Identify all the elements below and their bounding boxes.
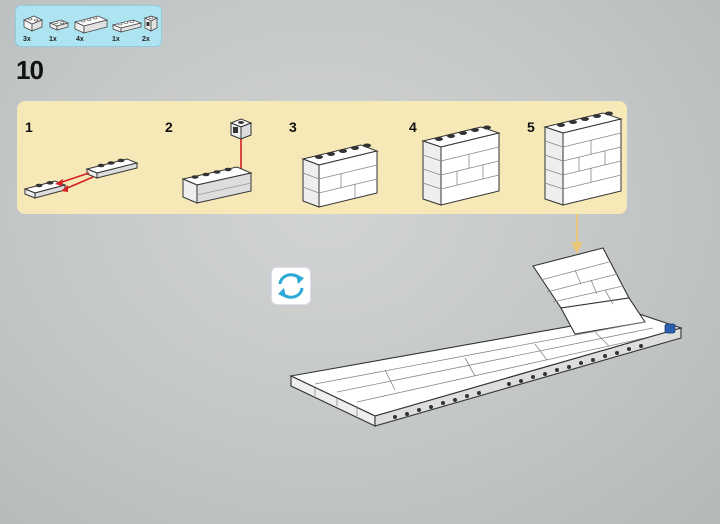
- lego-brick-2x2-icon: [22, 11, 44, 33]
- part-count: 2x: [142, 36, 150, 43]
- placement-arrow: [570, 214, 584, 261]
- step-number: 10: [16, 55, 44, 85]
- substep-label: 1: [25, 119, 33, 135]
- lego-plate-1x4-icon: [112, 18, 142, 33]
- substep-5-figure: [543, 103, 625, 214]
- substep-3-figure: [301, 129, 381, 216]
- parts-list: 3x 1x 4x 1x: [15, 5, 162, 47]
- part-count: 4x: [76, 36, 84, 43]
- substep-2-figure: [181, 115, 257, 214]
- part-count: 1x: [112, 36, 120, 43]
- substep-label: 3: [289, 119, 297, 135]
- part-count: 3x: [23, 36, 31, 43]
- substep-label: 4: [409, 119, 417, 135]
- substep-label: 5: [527, 119, 535, 135]
- lego-brick-1x1-headlight-icon: [144, 13, 158, 33]
- substep-4-figure: [421, 115, 503, 216]
- lego-plate-1x2-icon: [49, 18, 69, 32]
- substep-label: 2: [165, 119, 173, 135]
- main-model-assembly: [285, 240, 705, 435]
- substeps-panel: 1 2 3 4 5: [17, 101, 627, 214]
- part-count: 1x: [49, 36, 57, 43]
- rotate-model-icon: [271, 267, 311, 305]
- lego-brick-1x4-icon: [74, 14, 108, 34]
- substep-1-figure: [23, 149, 143, 214]
